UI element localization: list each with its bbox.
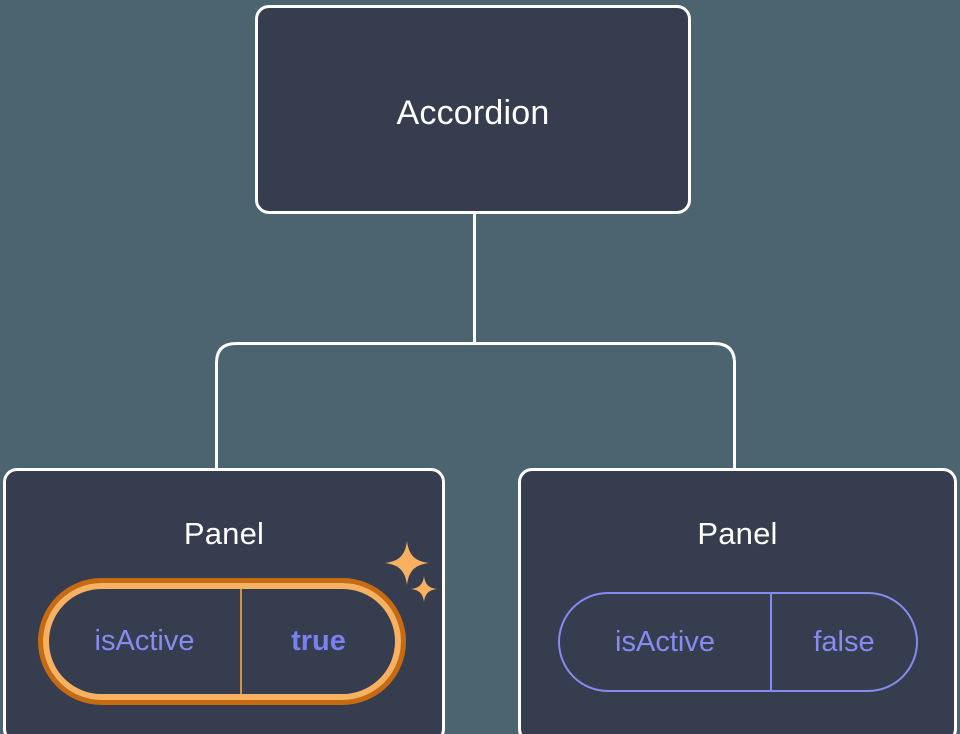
tree-node-accordion[interactable]: Accordion xyxy=(255,5,691,214)
prop-value-label: true xyxy=(291,625,346,657)
sparkle-large-icon xyxy=(385,541,429,585)
node-title-panel-active: Panel xyxy=(183,516,265,551)
node-title-panel-inactive: Panel xyxy=(697,516,778,551)
prop-value-label: false xyxy=(813,625,875,658)
prop-pill-isactive-true[interactable]: isActive true xyxy=(43,583,401,700)
connector-branch-right xyxy=(474,342,736,472)
connector-branch-left xyxy=(215,342,475,472)
prop-key-label: isActive xyxy=(560,594,772,690)
prop-key-label: isActive xyxy=(49,589,242,694)
prop-pill-isactive-false[interactable]: isActive false xyxy=(558,592,918,692)
node-title-accordion: Accordion xyxy=(396,94,550,132)
sparkle-small-icon xyxy=(411,576,437,602)
